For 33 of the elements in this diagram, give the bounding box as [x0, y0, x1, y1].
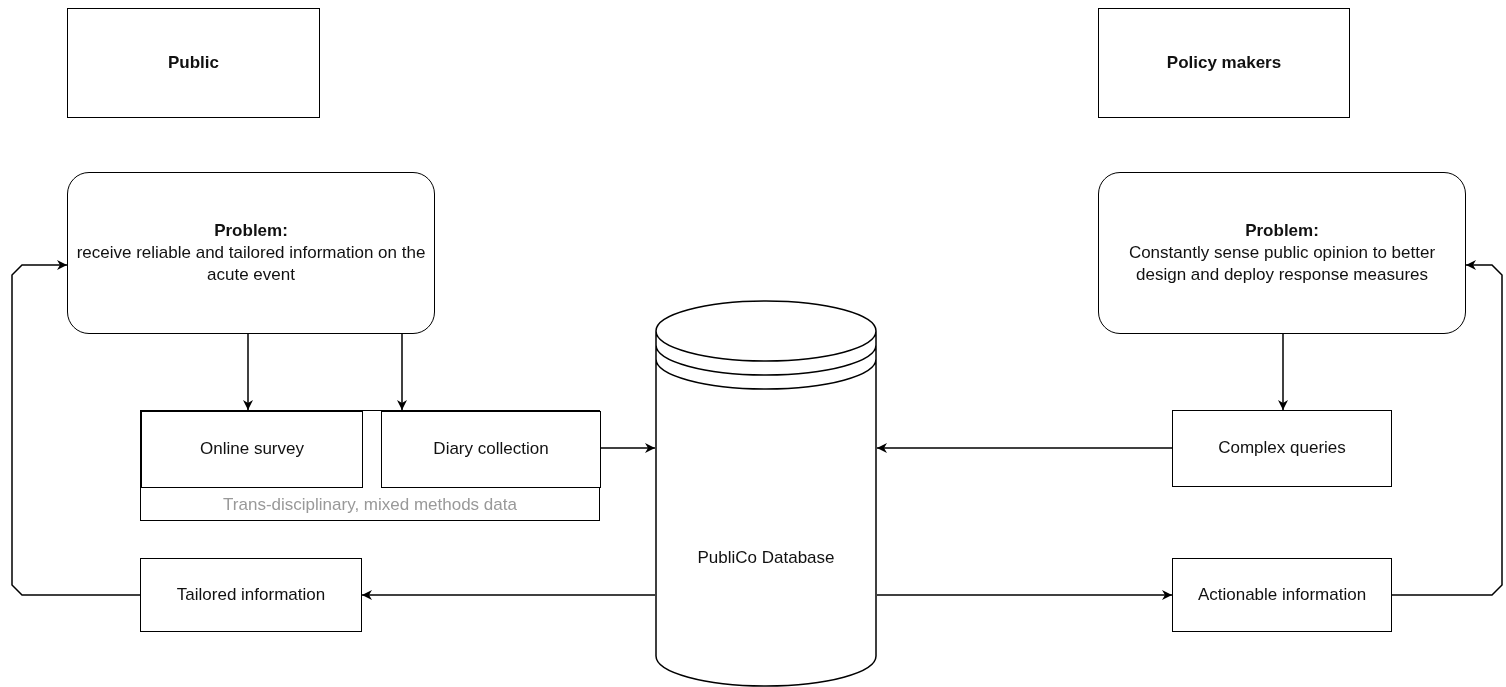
- output-box: [140, 558, 362, 632]
- database-cylinder: [655, 300, 877, 687]
- node-label: receive reliable and tailored information on the acute event: [75, 241, 427, 287]
- arrow: [1278, 333, 1288, 411]
- arrow: [1391, 260, 1503, 596]
- arrow: [243, 333, 253, 411]
- process-box: [1172, 410, 1392, 487]
- process-box: [381, 411, 601, 488]
- node-label: Complex queries: [1217, 437, 1347, 460]
- node-label: Constantly sense public opinion to better design and deploy response measures: [1127, 241, 1437, 287]
- actor-box: [67, 8, 320, 118]
- arrow: [397, 333, 407, 411]
- data-group-box: [140, 410, 600, 521]
- process-box: [141, 411, 363, 488]
- node-label: PubliCo Database: [696, 547, 836, 570]
- node-label: Online survey: [199, 438, 305, 461]
- actor-box: [1098, 8, 1350, 118]
- node-label: Policy makers: [1165, 51, 1283, 74]
- arrow: [361, 590, 656, 600]
- node-heading: Problem:: [213, 219, 289, 242]
- arrow: [11, 260, 141, 596]
- problem-box: [67, 172, 435, 334]
- node-label: Diary collection: [432, 438, 550, 461]
- problem-box: [1098, 172, 1466, 334]
- node-heading: Problem:: [1244, 219, 1320, 242]
- node-label: Tailored information: [175, 583, 327, 606]
- group-caption: Trans-disciplinary, mixed methods data: [222, 493, 518, 516]
- node-label: Actionable information: [1196, 583, 1368, 606]
- arrow: [599, 443, 656, 453]
- output-box: [1172, 558, 1392, 632]
- node-label: Public: [167, 51, 220, 74]
- arrow: [876, 590, 1173, 600]
- arrow: [876, 443, 1173, 453]
